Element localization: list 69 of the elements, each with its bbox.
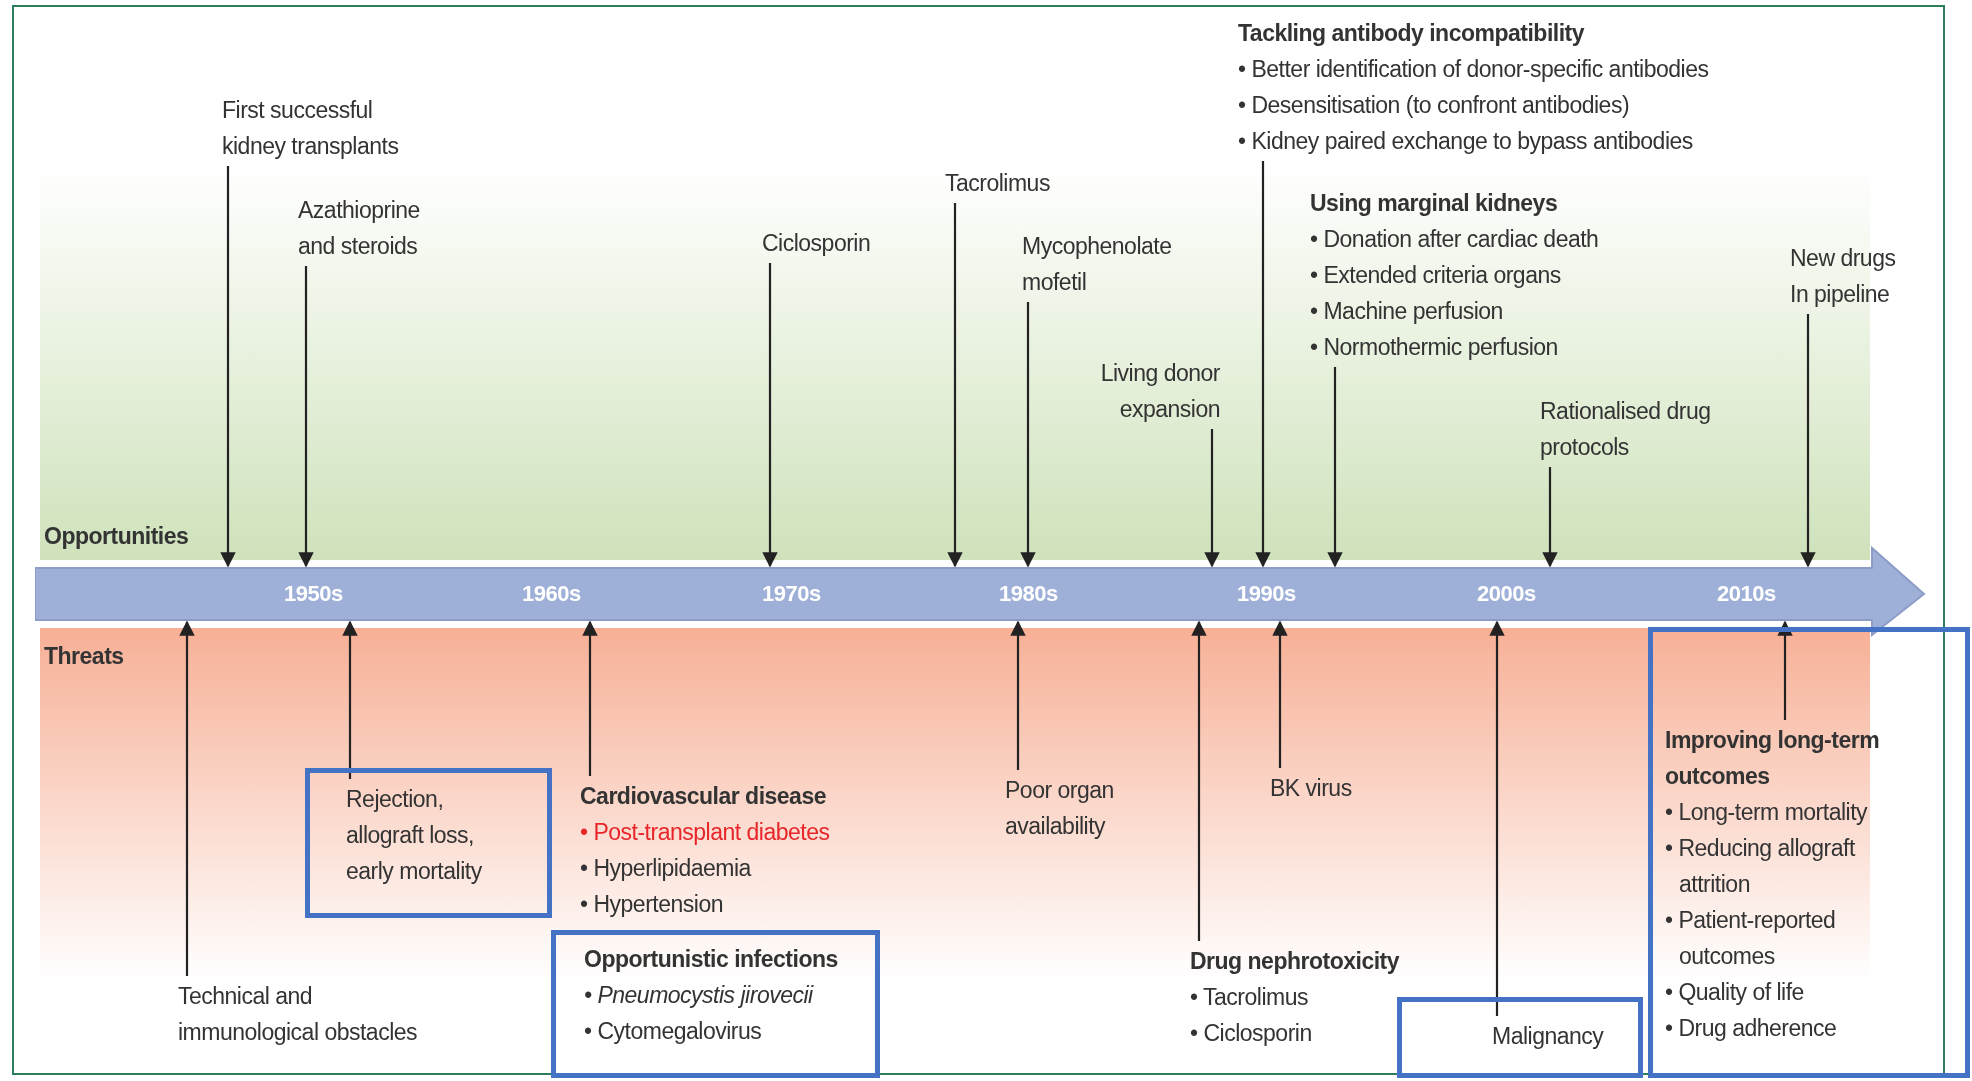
arrow	[1204, 429, 1220, 568]
arrow	[1255, 161, 1271, 568]
highlight-box	[305, 768, 552, 918]
arrow	[342, 620, 358, 779]
heading-text: Using marginal kidneys	[1310, 189, 1559, 218]
arrow	[220, 166, 236, 568]
list-item: • Drug adherence	[1665, 1014, 1838, 1043]
highlight-box	[1648, 627, 1970, 1078]
event-label: Tacrolimus	[945, 165, 1050, 201]
list-item: • Quality of life	[1665, 978, 1805, 1007]
arrow	[947, 203, 963, 568]
list-item: • Donation after cardiac death	[1310, 225, 1599, 254]
section-label: Opportunities	[44, 522, 189, 551]
decade-label: 1960s	[522, 580, 581, 608]
event-label: Ciclosporin	[762, 225, 871, 261]
list-item: • Long-term mortality	[1665, 798, 1869, 827]
highlight-box	[551, 930, 880, 1078]
list-item: • Cytomegalovirus	[584, 1017, 763, 1046]
list-item: • Extended criteria organs	[1310, 261, 1562, 290]
section-label: Threats	[44, 642, 124, 671]
event-label: Malignancy	[1492, 1018, 1604, 1054]
decade-label: 1970s	[762, 580, 821, 608]
arrow	[1272, 620, 1288, 768]
list-item: • Hyperlipidaemia	[580, 854, 753, 883]
list-item: • Hypertension	[580, 890, 724, 919]
list-item: • Ciclosporin	[1190, 1019, 1313, 1048]
event-label: BK virus	[1270, 770, 1352, 806]
event-label: Rationalised drug protocols	[1540, 393, 1750, 465]
event-label: Rejection, allograft loss, early mortality	[346, 781, 516, 889]
arrow	[1020, 302, 1036, 568]
arrow	[179, 620, 195, 976]
event-label: First successful kidney transplants	[222, 92, 422, 164]
arrow	[1191, 620, 1207, 941]
arrow	[1010, 620, 1026, 770]
event-label: Azathioprine and steroids	[298, 192, 458, 264]
list-item: • Machine perfusion	[1310, 297, 1504, 326]
arrow	[1542, 467, 1558, 568]
heading-text: Cardiovascular disease	[580, 782, 827, 811]
list-item: • Pneumocystis jirovecii	[584, 981, 815, 1010]
event-label: Living donor expansion	[1060, 355, 1220, 427]
heading-text: Drug nephrotoxicity	[1190, 947, 1399, 976]
arrow	[1489, 620, 1505, 1016]
heading-text: Improving long-term outcomes	[1665, 726, 1881, 791]
decade-label: 2000s	[1477, 580, 1536, 608]
decade-label: 1990s	[1237, 580, 1296, 608]
list-item: • Normothermic perfusion	[1310, 333, 1559, 362]
arrow	[298, 266, 314, 568]
event-label: Technical and immunological obstacles	[178, 978, 433, 1050]
heading-text: Tackling antibody incompatibility	[1238, 19, 1586, 48]
arrow	[1800, 314, 1816, 568]
arrow	[1327, 367, 1343, 568]
event-label: Mycophenolate mofetil	[1022, 228, 1202, 300]
arrow	[582, 620, 598, 776]
event-label: New drugs In pipeline	[1790, 240, 1915, 312]
list-item: • Better identification of donor-specific antibodies	[1238, 55, 1709, 84]
list-item: • Post-transplant diabetes	[580, 818, 830, 847]
list-item: • Kidney paired exchange to bypass antibodies	[1238, 127, 1694, 156]
decade-label: 1980s	[999, 580, 1058, 608]
list-item: • Tacrolimus	[1190, 983, 1309, 1012]
decade-label: 1950s	[284, 580, 343, 608]
highlight-box	[1397, 997, 1643, 1078]
list-item: • Patient-reported outcomes	[1665, 906, 1837, 971]
decade-label: 2010s	[1717, 580, 1776, 608]
arrow	[762, 263, 778, 568]
list-item: • Reducing allograft attrition	[1665, 834, 1857, 899]
event-label: Poor organ availability	[1005, 772, 1145, 844]
list-item: • Desensitisation (to confront antibodies)	[1238, 91, 1631, 120]
heading-text: Opportunistic infections	[584, 945, 838, 974]
arrow	[1777, 620, 1793, 720]
